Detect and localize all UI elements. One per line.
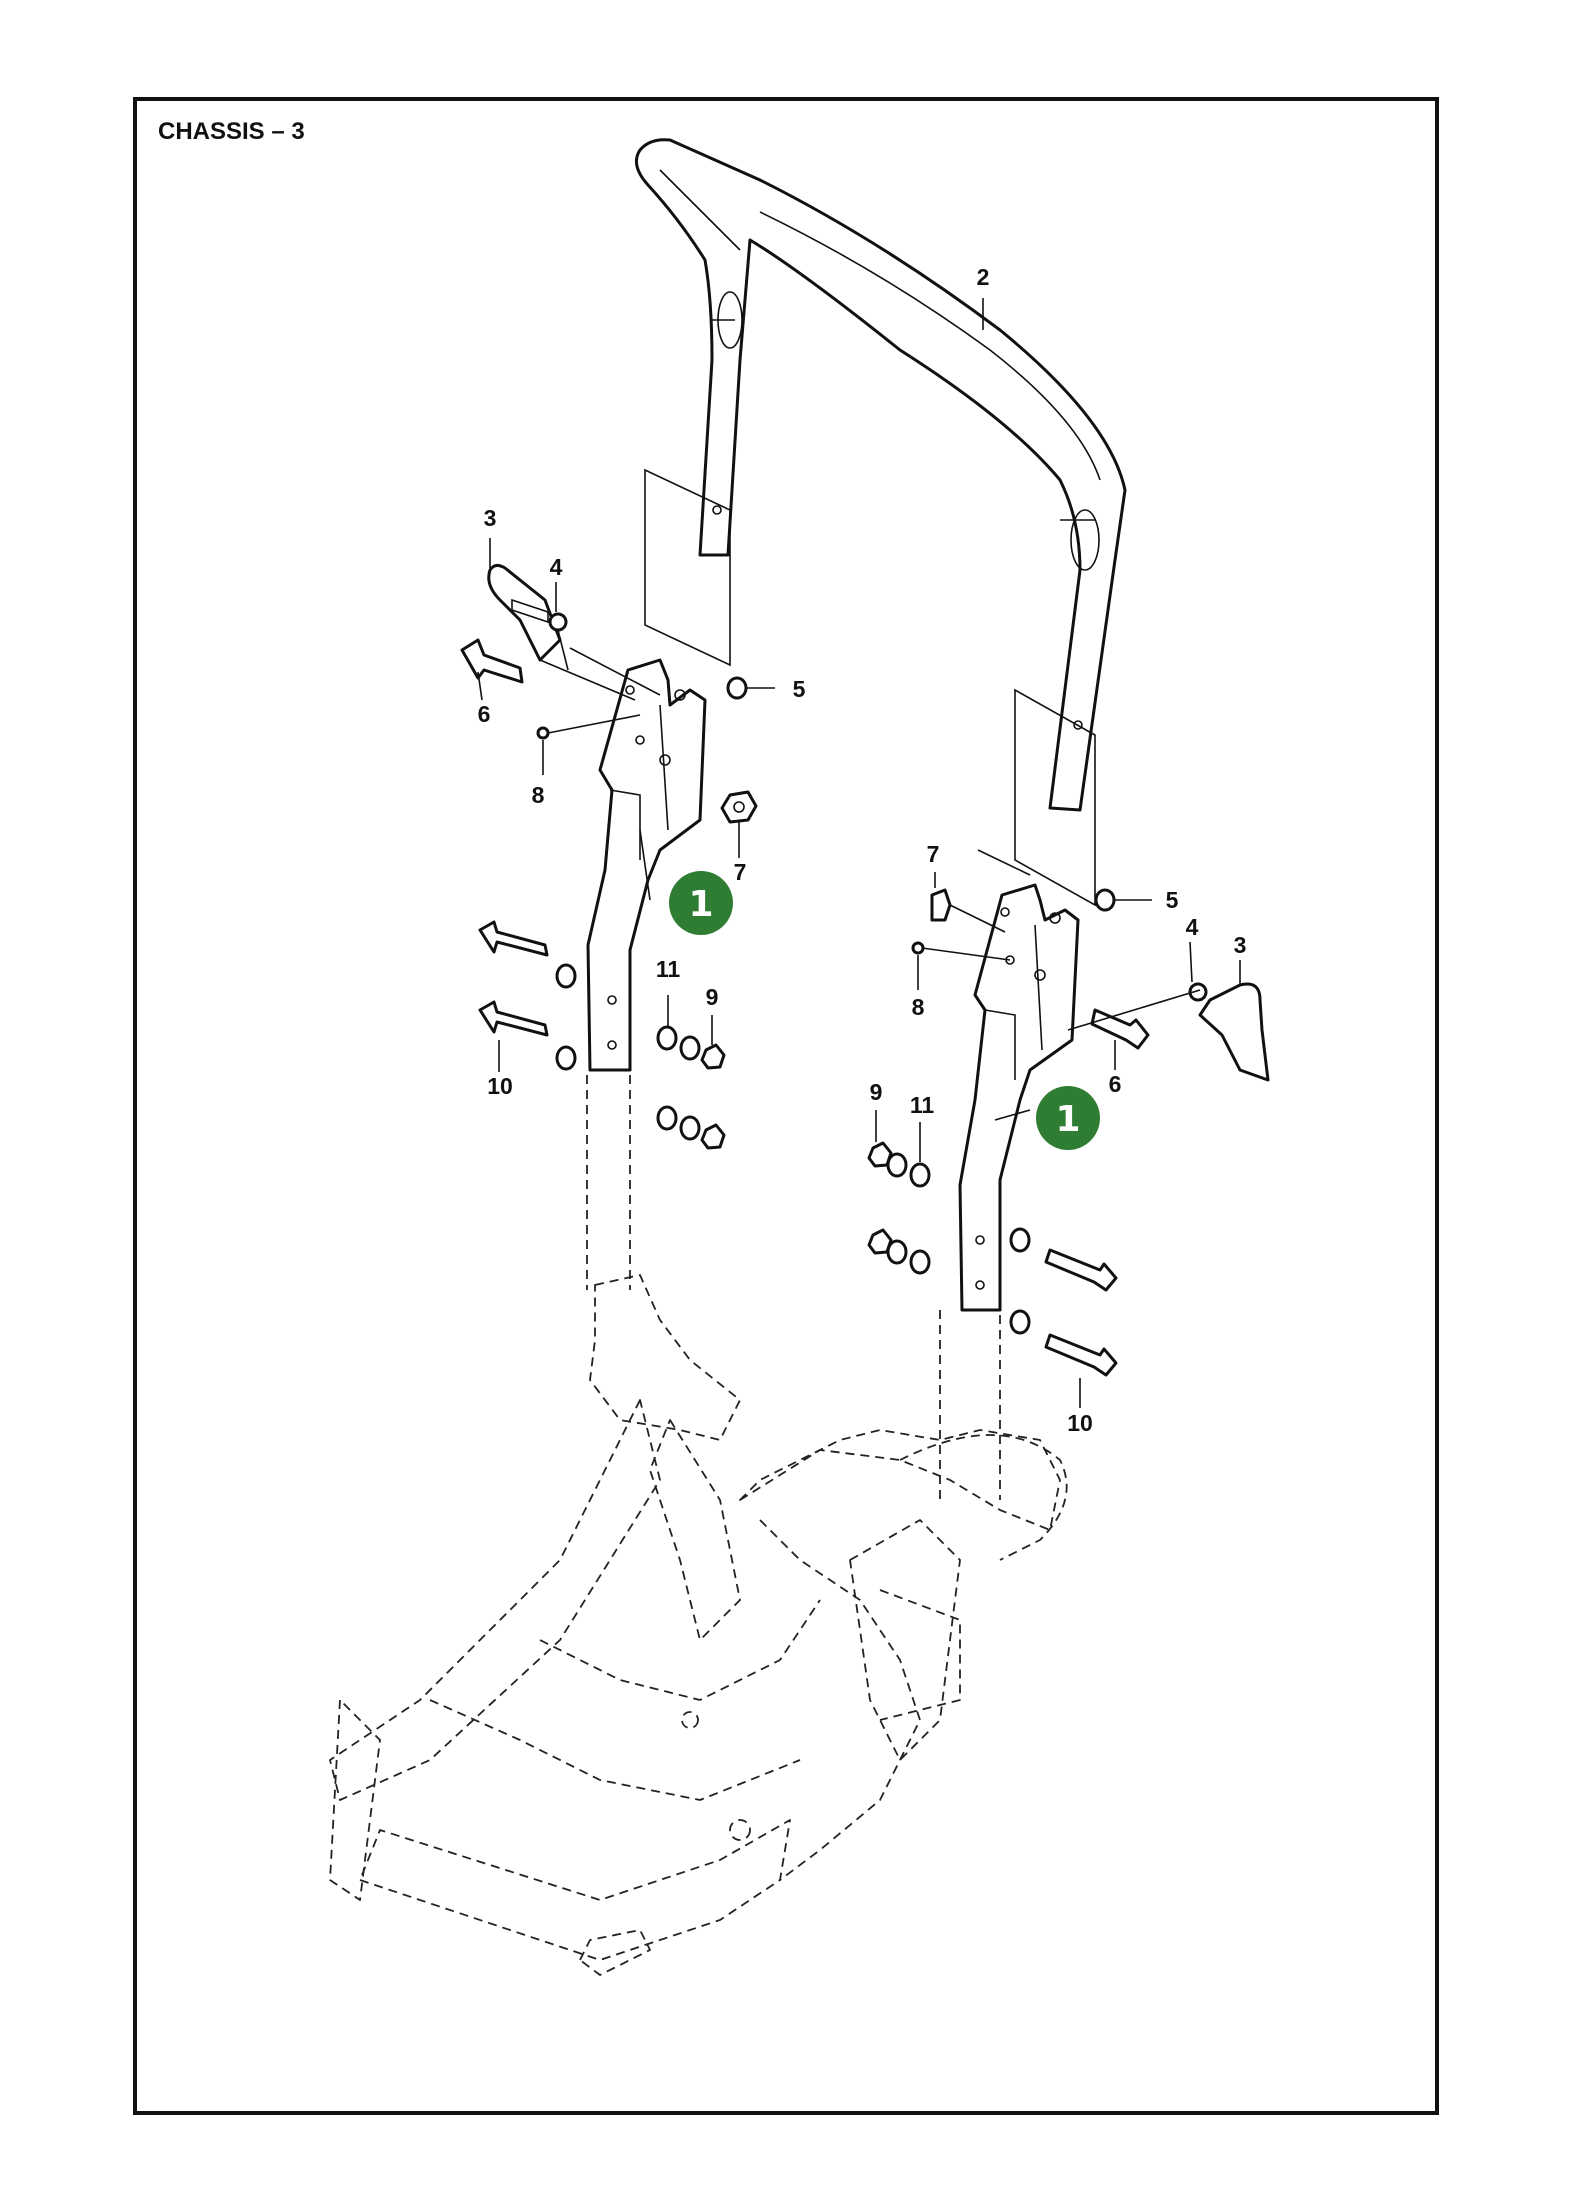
badge-left-bracket: 1 bbox=[669, 871, 733, 935]
badge-right-bracket: 1 bbox=[1036, 1086, 1100, 1150]
callout-left-pin: 3 bbox=[484, 505, 497, 531]
diagram-frame bbox=[133, 97, 1439, 2115]
callout-left-washer: 11 bbox=[656, 956, 681, 982]
chassis-frame-reference bbox=[329, 1075, 1068, 1976]
rollbar-part bbox=[634, 138, 1127, 812]
callout-right-spacer: 5 bbox=[1166, 887, 1179, 913]
right-hardware bbox=[867, 888, 1270, 1377]
callout-left-bolt-upper: 6 bbox=[478, 701, 491, 727]
ref-box-left bbox=[644, 468, 731, 667]
ref-box-right bbox=[1014, 688, 1096, 907]
leader-lines bbox=[477, 298, 1241, 1408]
callout-rollbar: 2 bbox=[977, 264, 990, 290]
callout-left-bolt-lower: 10 bbox=[487, 1073, 513, 1099]
callout-left-spacer: 5 bbox=[793, 676, 806, 702]
callout-left-clip: 4 bbox=[550, 554, 563, 580]
left-hardware bbox=[460, 563, 758, 1150]
callout-left-bracket: 1 bbox=[688, 884, 713, 925]
callout-labels: 2 3 4 5 6 8 7 11 9 10 7 5 4 3 8 6 9 11 1… bbox=[478, 264, 1247, 1436]
callout-left-locknut: 9 bbox=[706, 984, 719, 1010]
left-bracket-part bbox=[586, 658, 707, 1072]
callout-right-washer: 11 bbox=[910, 1092, 935, 1118]
callout-right-clip: 4 bbox=[1186, 914, 1199, 940]
badge-right-circle bbox=[1036, 1086, 1100, 1150]
right-bracket-part bbox=[958, 883, 1080, 1312]
callout-left-screw: 8 bbox=[532, 782, 545, 808]
callout-right-pin: 3 bbox=[1234, 932, 1247, 958]
callout-right-screw: 8 bbox=[912, 994, 925, 1020]
callout-right-bolt-lower: 10 bbox=[1067, 1410, 1093, 1436]
callout-right-spacer-left: 7 bbox=[927, 841, 940, 867]
callout-right-locknut: 9 bbox=[870, 1079, 883, 1105]
badge-left-circle bbox=[669, 871, 733, 935]
diagram-title: CHASSIS – 3 bbox=[158, 118, 305, 145]
callout-right-bracket: 1 bbox=[1055, 1099, 1080, 1140]
callout-right-bolt-upper: 6 bbox=[1109, 1071, 1122, 1097]
callout-left-nut: 7 bbox=[734, 859, 747, 885]
